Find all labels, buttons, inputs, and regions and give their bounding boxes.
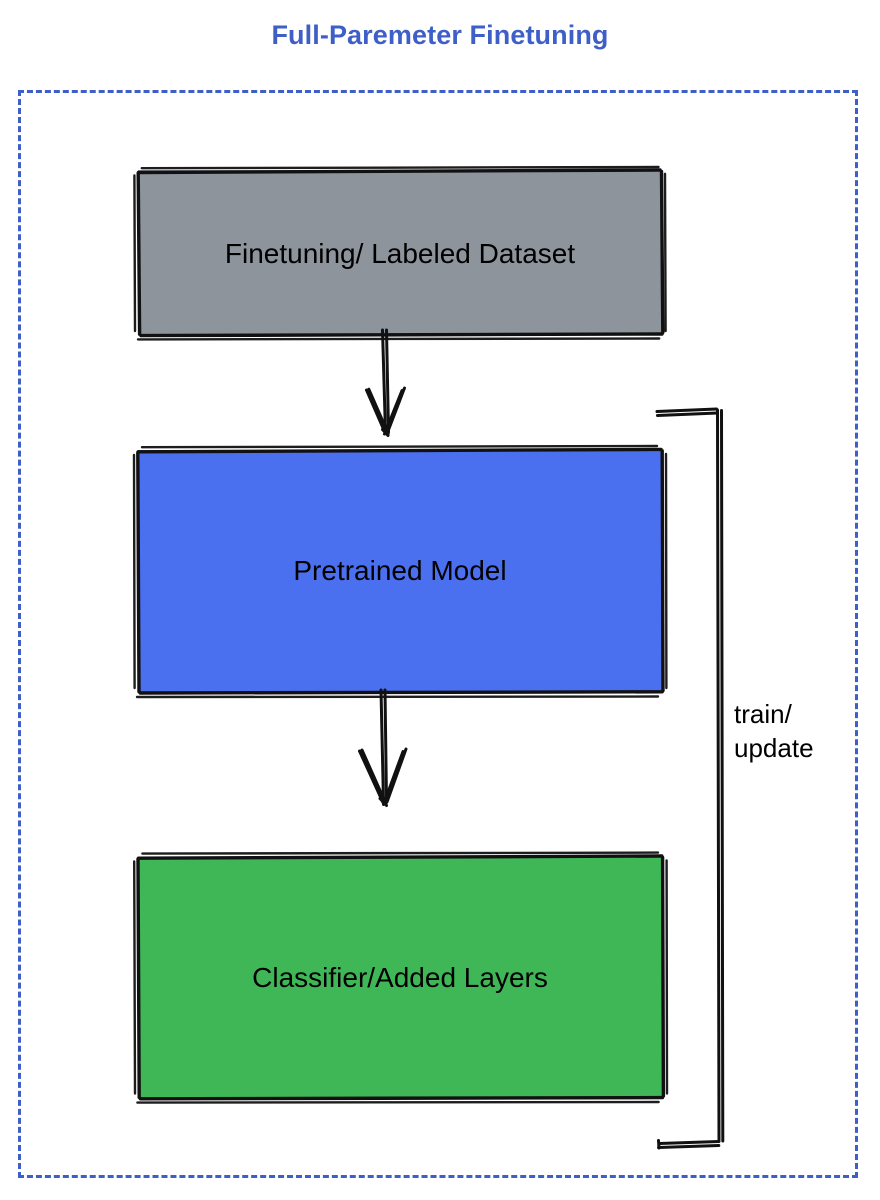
- node-fill-classifier: [138, 857, 662, 1098]
- edge-label-line-1: train/: [734, 699, 792, 729]
- node-label-pretrained: Pretrained Model: [293, 555, 507, 587]
- node-classifier-added-layers[interactable]: Classifier/Added Layers: [133, 851, 669, 1104]
- node-fill-pretrained: [138, 450, 662, 692]
- node-pretrained-model[interactable]: Pretrained Model: [132, 444, 668, 699]
- node-label-classifier: Classifier/Added Layers: [252, 961, 548, 993]
- node-fill-dataset: [138, 170, 662, 334]
- node-label-dataset: Finetuning/ Labeled Dataset: [224, 238, 576, 270]
- node-finetuning-labeled-dataset[interactable]: Finetuning/ Labeled Dataset: [133, 165, 667, 341]
- page-title: Full-Paremeter Finetuning: [271, 20, 609, 50]
- edge-label-line-2: update: [734, 733, 814, 764]
- arrow-dataset-to-pretrained: [365, 328, 406, 437]
- arrow-pretrained-to-classifier: [358, 688, 408, 807]
- edge-label-train-update: train/ update: [734, 697, 854, 766]
